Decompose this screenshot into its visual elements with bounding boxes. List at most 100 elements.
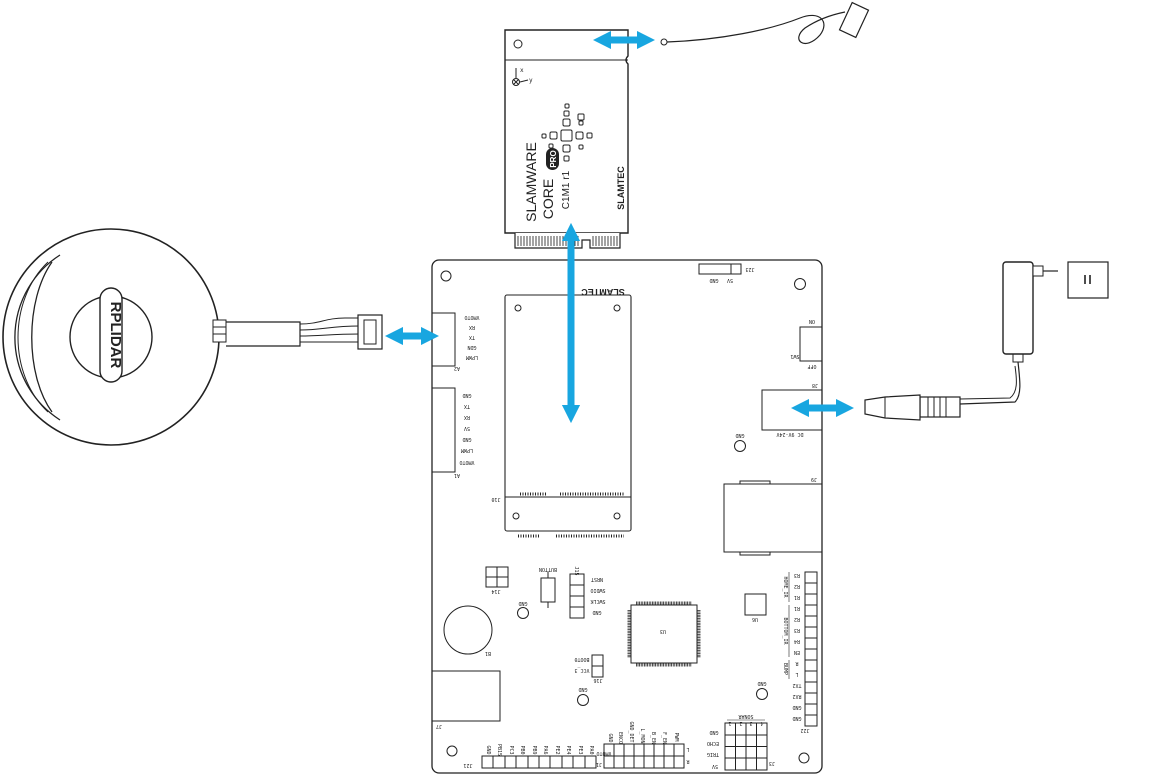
j21-pin: PE2 [554,745,560,754]
j22-pin: TX2 [792,682,801,688]
gnd-label-tp2: GND [518,600,527,606]
j1-pin: GND_DET [628,721,634,742]
a1-pin: LPWM [461,447,473,453]
j23-pin-5v: 5V [727,277,733,283]
j21-label: J21 [463,762,472,768]
j1-pins: VMOTO GND ENCO GND_DET L_MON B_EN F_EN P… [596,721,679,756]
a1-label: A1 [454,472,460,478]
a2-label: A2 [454,365,460,371]
gnd-label-tp1: GND [735,432,744,438]
sw1-label: SW1 [790,353,799,359]
j16-pin: BOOT0 [574,656,589,662]
j22-pin: R2 [794,583,800,589]
j22-pin: R2 [794,616,800,622]
gnd-label-tp3: GND [578,686,587,692]
core-revision-text: C1M1 r1 [561,170,572,209]
j21-pin: PB0 [519,745,525,754]
j3-row: GND [709,729,718,735]
a1-pin: RX [464,414,470,420]
j21-pin: PB9 [531,745,537,754]
j22-group-bump: BUMP [782,663,788,675]
j8-label: J8 [812,382,818,388]
j22-group-bottom-ir: BOTTOM_IR [782,617,788,645]
j15-pin: SWDIO [590,587,605,593]
a1-pin: VMOTO [459,459,474,465]
j21-pin: PA0 [588,745,594,754]
j10-label: J10 [491,496,500,502]
power-adapter [864,261,1109,421]
j22-pin: R3 [794,572,800,578]
a2-pin: LPWM [466,354,478,360]
a1-pin: 5V [464,425,470,431]
a1-pin: GND [462,392,471,398]
j3-col: 1 [728,720,731,726]
sw1-off-label: OFF [807,363,816,369]
j1-pin: F_EN [661,732,667,744]
core-logo-pattern [541,103,593,162]
j22-pin: RX2 [792,693,801,699]
j1-pin: ENCO [617,732,623,744]
j3-col: 3 [749,720,752,726]
j22-label: J22 [800,727,809,733]
core-pro-badge: PRO [549,150,558,167]
j23-pin-gnd: GND [709,277,718,283]
j9-label: J9 [811,476,817,482]
core-model-text: CORE [540,179,556,219]
j21-pin: PA6 [542,745,548,754]
a2-pin: VMOTO [464,314,479,320]
rplidar-sensor: RPLIDAR [2,228,383,446]
wifi-antenna [660,1,870,46]
u3-label: U3 [660,628,666,634]
j3-col: 2 [739,720,742,726]
a2-pins: VMOTO RX TX GDN LPWM [464,314,479,360]
slamware-core-module: x y SLAMWARE CORE PRO C1M1 r1 SLAMTEC [504,29,629,249]
j15-pin: GND [592,609,601,615]
j15-pin: NRST [591,576,603,582]
u6-label: U6 [752,616,758,622]
a1-pin: TX [464,403,470,409]
j1-pin: L_MON [639,728,645,743]
j22-pins: R3 R2 R1 R1 R2 R3 R4 EN R L TX2 RX2 GND … [792,572,801,721]
j22-pin: R [795,660,799,666]
j1-pin: VMOTO [596,750,611,756]
j21-pin: PC3 [508,745,514,754]
connection-arrows [384,30,855,424]
axis-icon: x y [512,67,533,86]
j1-side-l: L [686,746,689,752]
gnd-label-tp4: GND [757,680,766,686]
axis-y-label: y [529,77,533,84]
j22-pin: EN [794,649,800,655]
j3-title: SONAR [737,713,753,719]
a2-pin: GDN [467,344,476,350]
j22-group-home-ir: HOME_IR [782,576,788,598]
j22-pin: L [795,671,798,677]
a1-pin: GND [462,436,471,442]
j22-pin: R3 [794,627,800,633]
a2-pin: RX [469,324,475,330]
axis-x-label: x [520,67,524,74]
j1-side-r: R [686,758,690,764]
core-brand-text: SLAMWARE [523,142,539,222]
button-label: BUTTON [539,566,557,572]
j22-pin: GND [792,704,801,710]
core-slamtec-logo: SLAMTEC [616,166,626,210]
j8-voltage-label: DC 9V-24V [776,431,803,437]
board-slamtec-logo: SLAMTEC [581,287,625,297]
j21-pin: PB15 [496,744,502,756]
a2-pin: TX [469,334,475,340]
j3-row: 5V [712,763,718,769]
main-board: SLAMTEC J23 GND 5V A2 VMOTO RX TX GDN LP… [431,259,823,774]
j23-label: J23 [745,266,754,272]
j3-row: ECHO [707,740,719,746]
a1-pins: GND TX RX 5V GND LPWM VMOTO [459,392,474,465]
j21-pin: PE3 [577,745,583,754]
j14-label: J14 [491,588,500,594]
j3-row: TRIG [707,751,719,757]
j16-label: J16 [593,677,602,683]
j21-pin: PE4 [565,745,571,754]
j21-pin: GND [485,745,491,754]
j3-col: 4 [760,720,763,726]
sw1-on-label: ON [809,318,815,324]
j1-label: J1 [596,761,602,767]
